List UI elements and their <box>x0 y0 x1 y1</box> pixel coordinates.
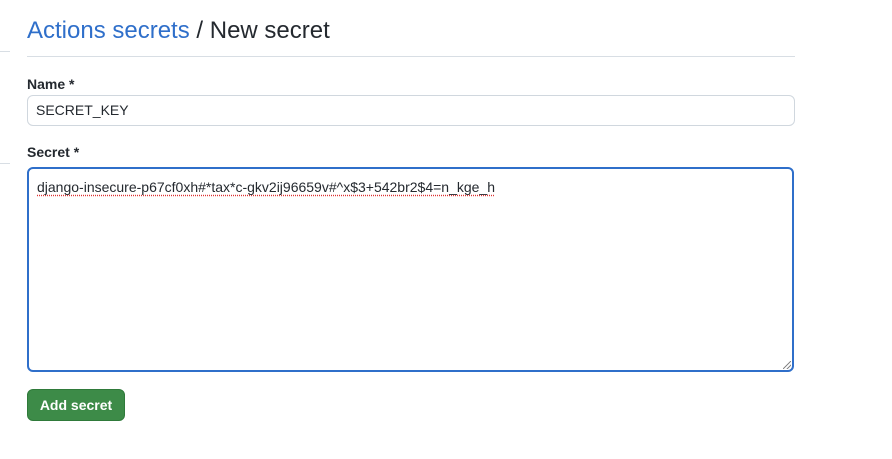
secret-value: django-insecure-p67cf0xh#*tax*c-gkv2ij96… <box>37 179 496 195</box>
page-title: Actions secrets / New secret <box>27 16 330 46</box>
resize-handle-icon[interactable] <box>783 361 791 369</box>
secret-label: Secret * <box>27 144 80 160</box>
breadcrumb-separator: / <box>189 17 210 44</box>
secret-textarea[interactable]: django-insecure-p67cf0xh#*tax*c-gkv2ij96… <box>27 167 794 372</box>
name-input[interactable]: SECRET_KEY <box>27 95 795 126</box>
add-secret-button[interactable]: Add secret <box>27 389 125 421</box>
breadcrumb-actions-secrets-link[interactable]: Actions secrets <box>27 17 190 44</box>
name-label: Name * <box>27 76 75 92</box>
sidebar-divider <box>0 163 10 164</box>
sidebar-divider <box>0 51 10 52</box>
title-divider <box>27 56 795 57</box>
breadcrumb-current: New secret <box>209 17 330 44</box>
